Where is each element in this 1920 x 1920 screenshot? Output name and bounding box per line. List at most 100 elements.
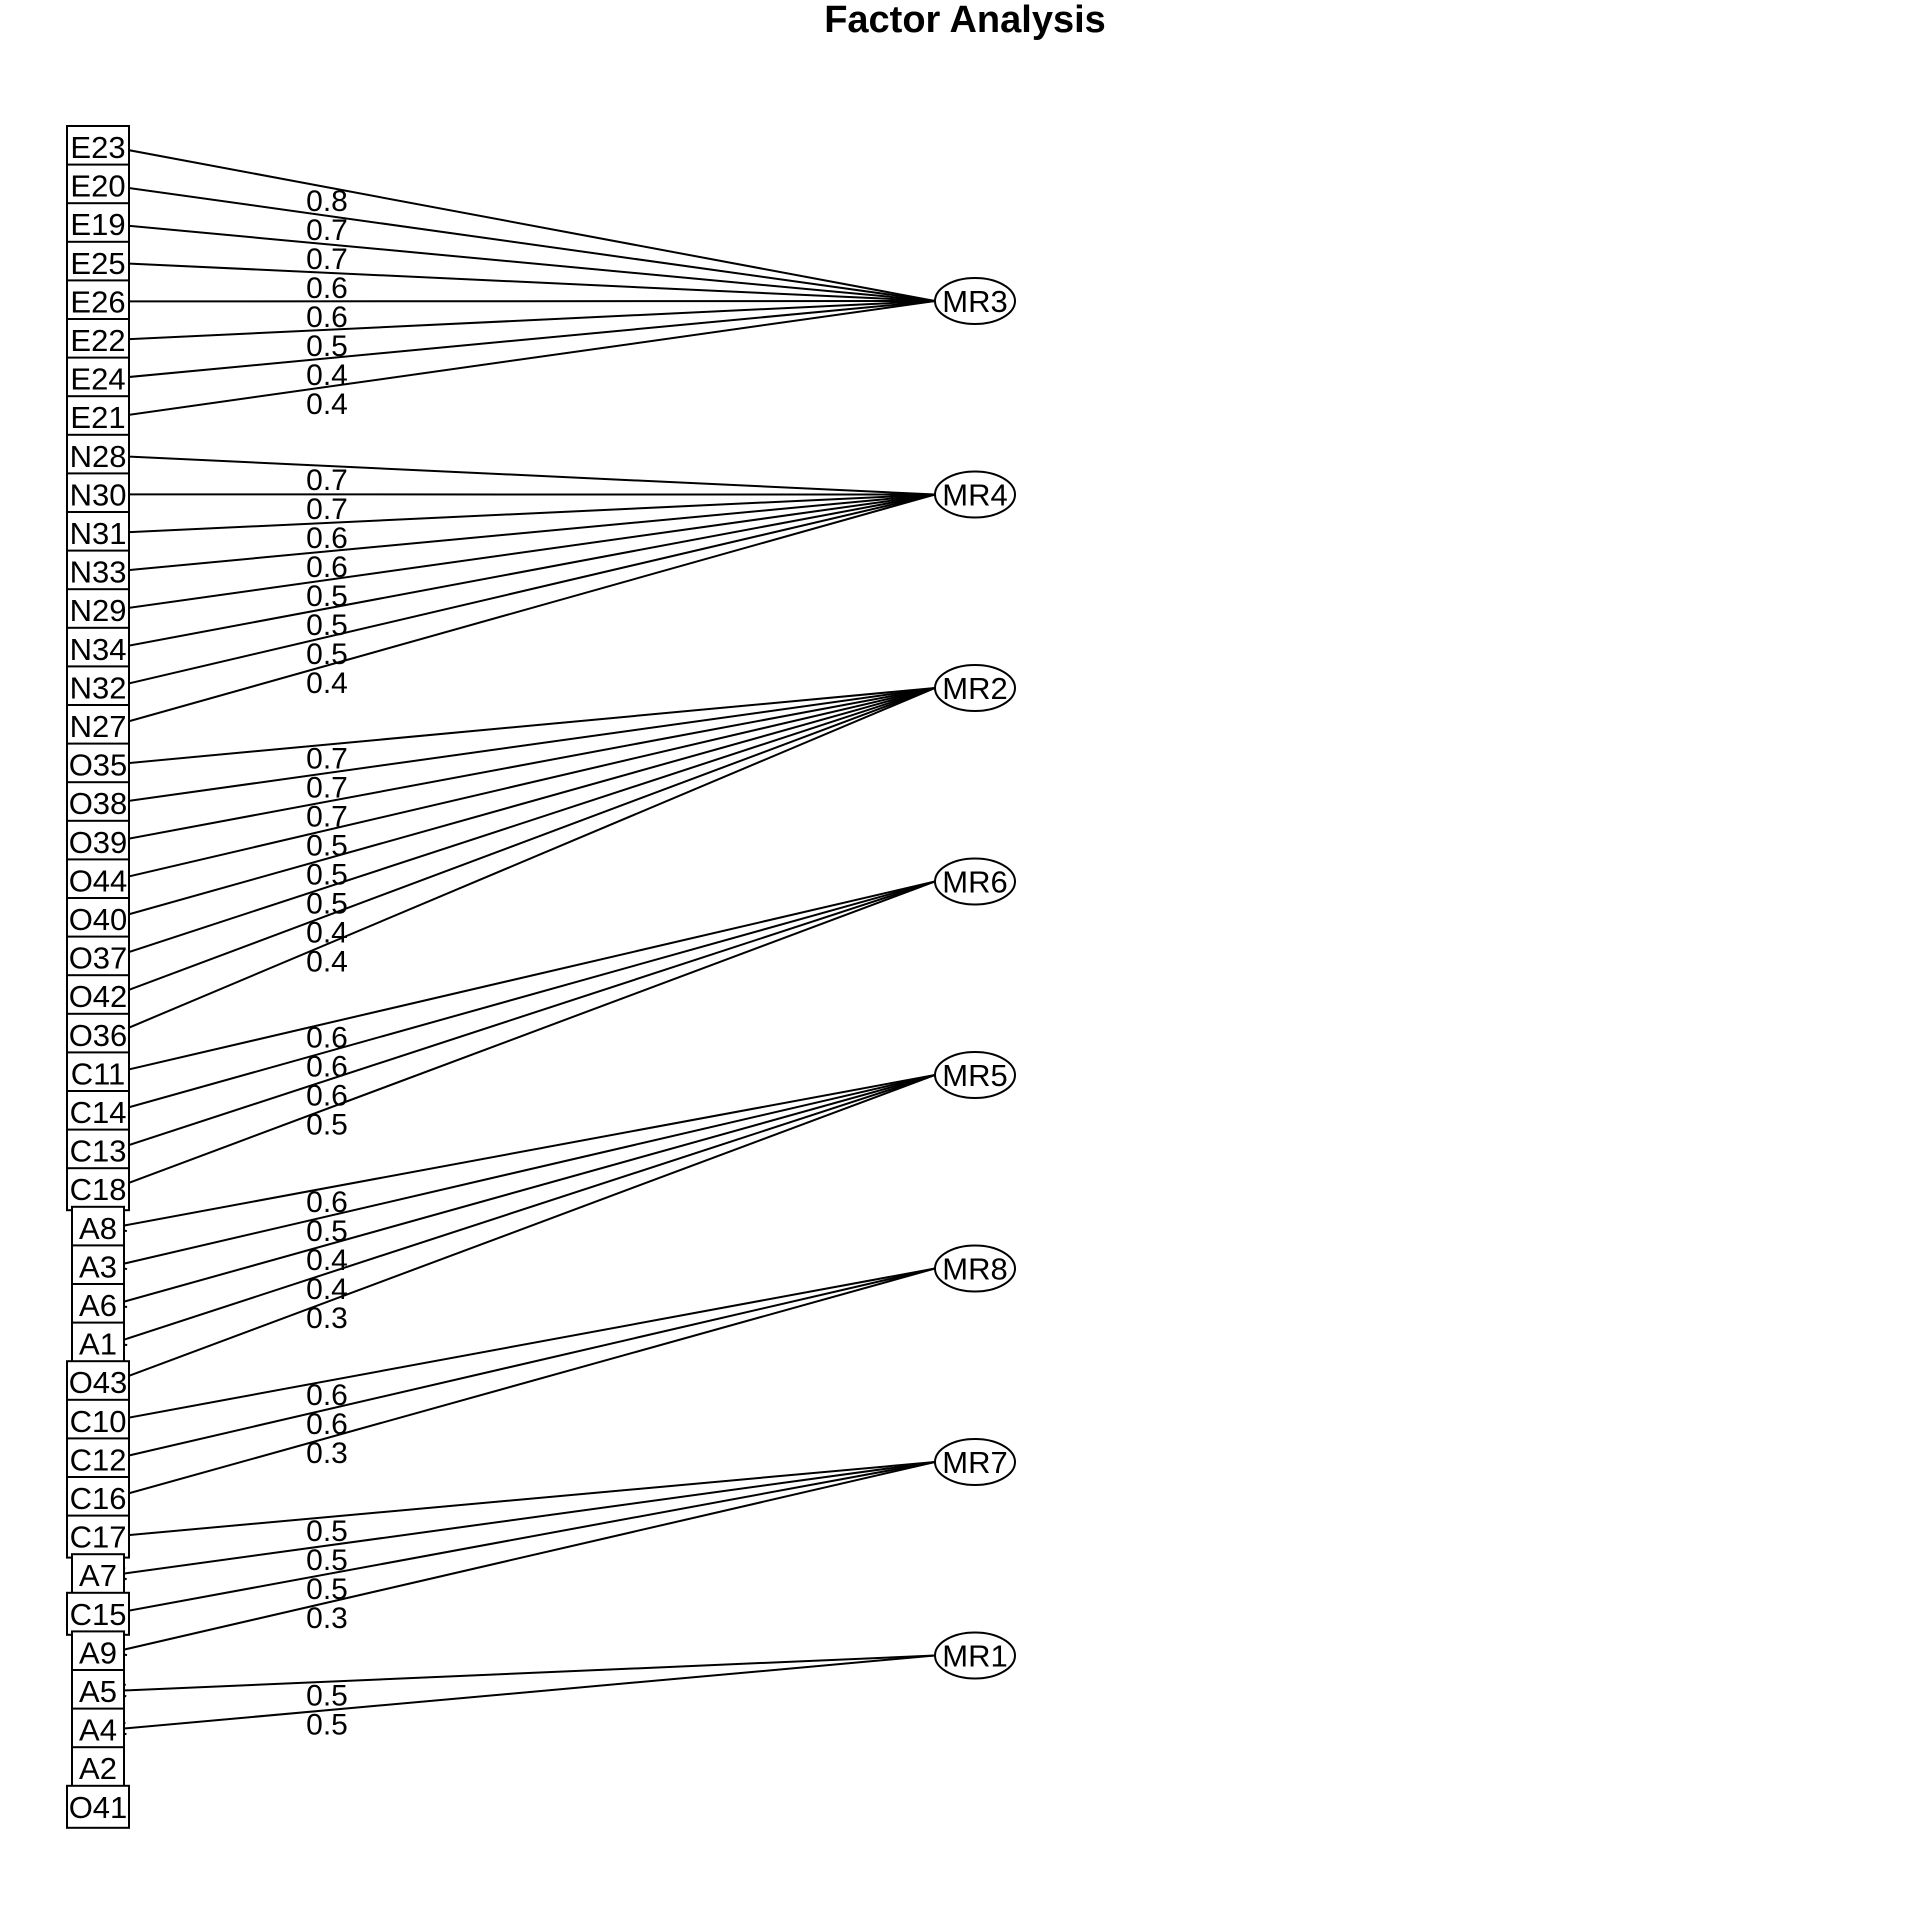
variable-label: E20 <box>70 169 125 204</box>
variable-label: C11 <box>71 1056 126 1091</box>
variable-label: A5 <box>79 1674 117 1709</box>
loading-path-mr3-e20 <box>109 180 936 302</box>
variable-node-o44: O44 <box>66 858 130 903</box>
factor-node-mr2: MR2 <box>934 664 1016 712</box>
variable-label: N27 <box>70 709 127 744</box>
variable-label: A1 <box>79 1327 117 1362</box>
variable-box <box>71 1707 125 1752</box>
variable-box <box>66 240 130 285</box>
loading-value: 0.5 <box>306 638 348 671</box>
loading-path-mr5-a1 <box>109 1074 936 1346</box>
variable-label: A7 <box>79 1558 117 1593</box>
variable-label: O40 <box>69 902 128 937</box>
loading-path-mr6-c13 <box>109 880 936 1153</box>
variable-node-e23: E23 <box>66 125 130 169</box>
path-line <box>111 146 936 302</box>
variable-node-o43: O43 <box>66 1360 130 1405</box>
variable-label: C16 <box>70 1481 127 1516</box>
loading-path-mr7-c17 <box>109 1461 936 1543</box>
factor-label: MR5 <box>942 1058 1007 1093</box>
variable-label: E21 <box>70 400 125 435</box>
loading-value: 0.5 <box>306 1680 348 1713</box>
variable-node-c15: C15 <box>66 1591 130 1636</box>
loading-value: 0.5 <box>306 1515 348 1548</box>
variable-label: O38 <box>69 786 128 821</box>
loading-path-mr6-c11 <box>109 880 936 1078</box>
variable-box <box>66 897 130 941</box>
loading-path-mr2-o40 <box>109 687 936 922</box>
factor-label: MR1 <box>942 1639 1007 1674</box>
loading-value: 0.4 <box>306 1273 348 1306</box>
variable-label: O44 <box>69 863 128 898</box>
loading-path-mr4-n31 <box>109 493 936 540</box>
variable-label: C10 <box>70 1404 127 1439</box>
factor-ellipse <box>934 1438 1016 1486</box>
loading-path-mr2-o42 <box>109 687 936 998</box>
variable-box <box>66 742 130 787</box>
variable-node-a4: A4 <box>71 1707 125 1752</box>
loading-path-mr5-o43 <box>109 1074 936 1384</box>
factor-label: MR3 <box>942 284 1007 319</box>
path-line <box>111 687 936 843</box>
variable-label: C15 <box>70 1597 127 1632</box>
loading-value: 0.4 <box>306 917 348 950</box>
variable-node-n27: N27 <box>66 704 130 748</box>
variable-node-e26: E26 <box>66 279 130 324</box>
variable-node-c10: C10 <box>66 1398 130 1443</box>
loading-value: 0.6 <box>306 1408 348 1441</box>
variable-box <box>66 1398 130 1443</box>
variable-node-a3: A3 <box>71 1244 125 1289</box>
path-line <box>111 1461 936 1538</box>
variable-label: O37 <box>69 941 128 976</box>
variable-node-n29: N29 <box>66 588 130 633</box>
path-line <box>111 880 936 1075</box>
path-line <box>111 687 936 920</box>
loading-value: 0.7 <box>306 214 348 247</box>
variable-label: E26 <box>70 284 125 319</box>
path-line <box>111 493 936 534</box>
loading-path-mr2-o36 <box>109 687 936 1036</box>
loading-value: 0.7 <box>306 772 348 805</box>
loading-value: 0.7 <box>306 801 348 834</box>
loading-value: 0.5 <box>306 609 348 642</box>
factor-ellipse <box>934 857 1016 906</box>
loading-path-mr2-o38 <box>109 687 936 809</box>
factor-label: MR2 <box>942 671 1007 706</box>
variable-box <box>66 433 130 478</box>
variable-node-c18: C18 <box>66 1167 130 1212</box>
loading-value: 0.3 <box>306 1602 348 1635</box>
loading-path-mr3-e21 <box>109 300 936 423</box>
variable-node-e20: E20 <box>66 163 130 208</box>
variable-label: A8 <box>79 1211 117 1246</box>
variable-node-a1: A1 <box>71 1321 125 1366</box>
variable-box <box>66 318 130 362</box>
variable-box <box>66 1360 130 1405</box>
variable-node-o36: O36 <box>66 1012 130 1057</box>
variable-node-o38: O38 <box>66 781 130 826</box>
variable-node-n30: N30 <box>66 472 130 517</box>
path-line <box>111 300 936 341</box>
variable-node-o42: O42 <box>66 974 130 1019</box>
path-line <box>111 1654 936 1731</box>
path-line <box>111 1461 936 1615</box>
factor-ellipse <box>934 1631 1016 1680</box>
variable-node-a6: A6 <box>71 1283 125 1327</box>
variable-box <box>66 279 130 324</box>
variable-label: E23 <box>70 130 125 165</box>
path-line <box>111 493 936 727</box>
variable-label: C13 <box>70 1134 127 1169</box>
loading-path-mr3-e23 <box>109 142 936 302</box>
variable-node-a5: A5 <box>71 1669 125 1713</box>
path-line <box>111 1267 936 1422</box>
variable-node-c13: C13 <box>66 1128 130 1173</box>
loading-path-mr3-e24 <box>109 300 936 385</box>
loading-value: 0.6 <box>306 301 348 334</box>
loading-value: 0.7 <box>306 493 348 526</box>
factor-node-mr8: MR8 <box>934 1244 1016 1293</box>
path-line <box>111 1074 936 1345</box>
loading-path-mr4-n30 <box>109 487 936 502</box>
loading-value: 0.5 <box>306 830 348 863</box>
factor-label: MR7 <box>942 1445 1007 1480</box>
path-line <box>111 1461 936 1577</box>
factor-node-mr1: MR1 <box>934 1631 1016 1680</box>
